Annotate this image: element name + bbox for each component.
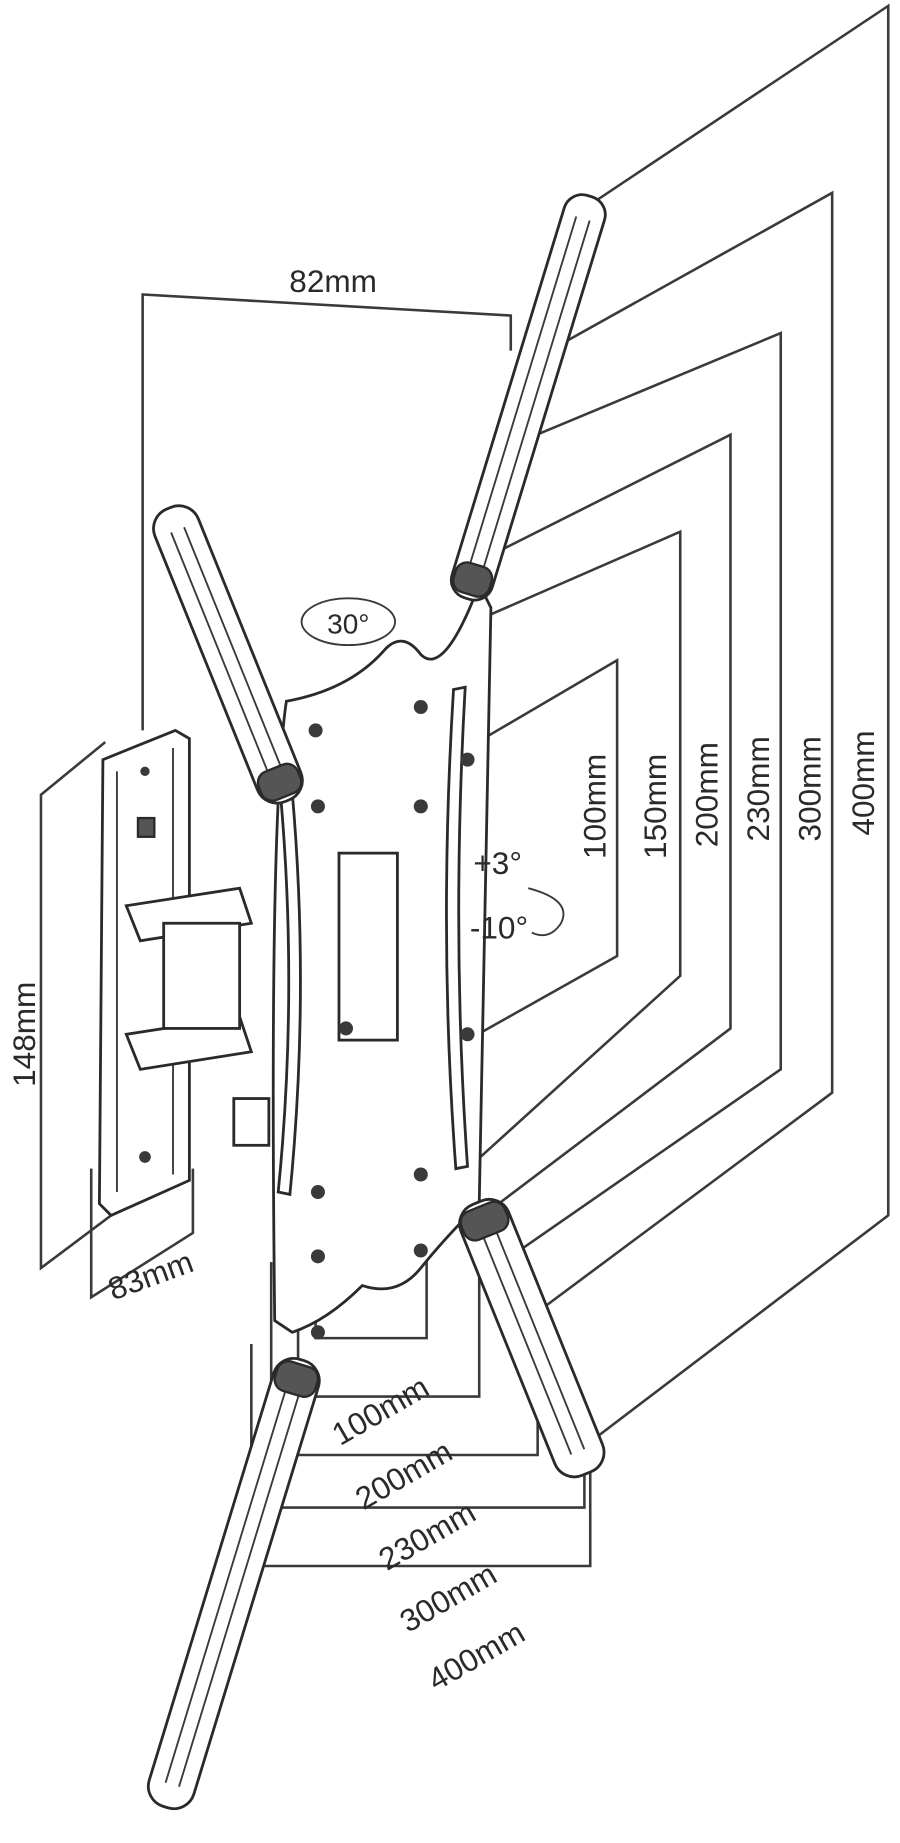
vesa-v-100: 100mm xyxy=(576,754,612,859)
vesa-v-200: 200mm xyxy=(689,742,725,847)
vertical-dimension-lines xyxy=(466,3,890,1439)
vesa-v-230: 230mm xyxy=(740,736,776,841)
horizontal-vesa-labels: 100mm 200mm 230mm 300mm 400mm xyxy=(326,1369,531,1698)
vesa-v-150: 150mm xyxy=(637,754,673,859)
swivel-oval xyxy=(300,597,397,647)
wall-plate xyxy=(97,728,271,1218)
arm-depth-label: 82mm xyxy=(289,263,377,299)
tilt-arrow-icon xyxy=(528,887,565,937)
mounting-holes xyxy=(308,700,475,1340)
arm-top-right xyxy=(449,193,607,602)
tilt-down-label: -10° xyxy=(470,909,528,945)
vesa-h-300: 300mm xyxy=(393,1556,502,1640)
swivel-label: 30° xyxy=(327,608,369,639)
vesa-v-300: 300mm xyxy=(791,736,827,841)
arm-bottom-right xyxy=(458,1198,606,1479)
tv-bracket-plate xyxy=(271,580,493,1340)
vesa-h-200: 200mm xyxy=(349,1433,458,1517)
wall-plate-width-label: 83mm xyxy=(103,1243,198,1307)
wall-plate-dimension xyxy=(39,741,195,1300)
arm-bottom-left xyxy=(146,1357,321,1811)
vesa-h-400: 400mm xyxy=(421,1614,530,1698)
vesa-v-400: 400mm xyxy=(845,730,881,835)
vesa-h-100: 100mm xyxy=(326,1369,435,1453)
vertical-vesa-labels: 100mm 150mm 200mm 230mm 300mm 400mm xyxy=(576,730,881,859)
arm-top-left xyxy=(152,504,304,805)
wall-plate-height-label: 148mm xyxy=(6,982,42,1087)
tilt-up-label: +3° xyxy=(473,845,522,881)
tv-arms xyxy=(146,193,607,1811)
arm-depth-dimension xyxy=(141,293,513,731)
